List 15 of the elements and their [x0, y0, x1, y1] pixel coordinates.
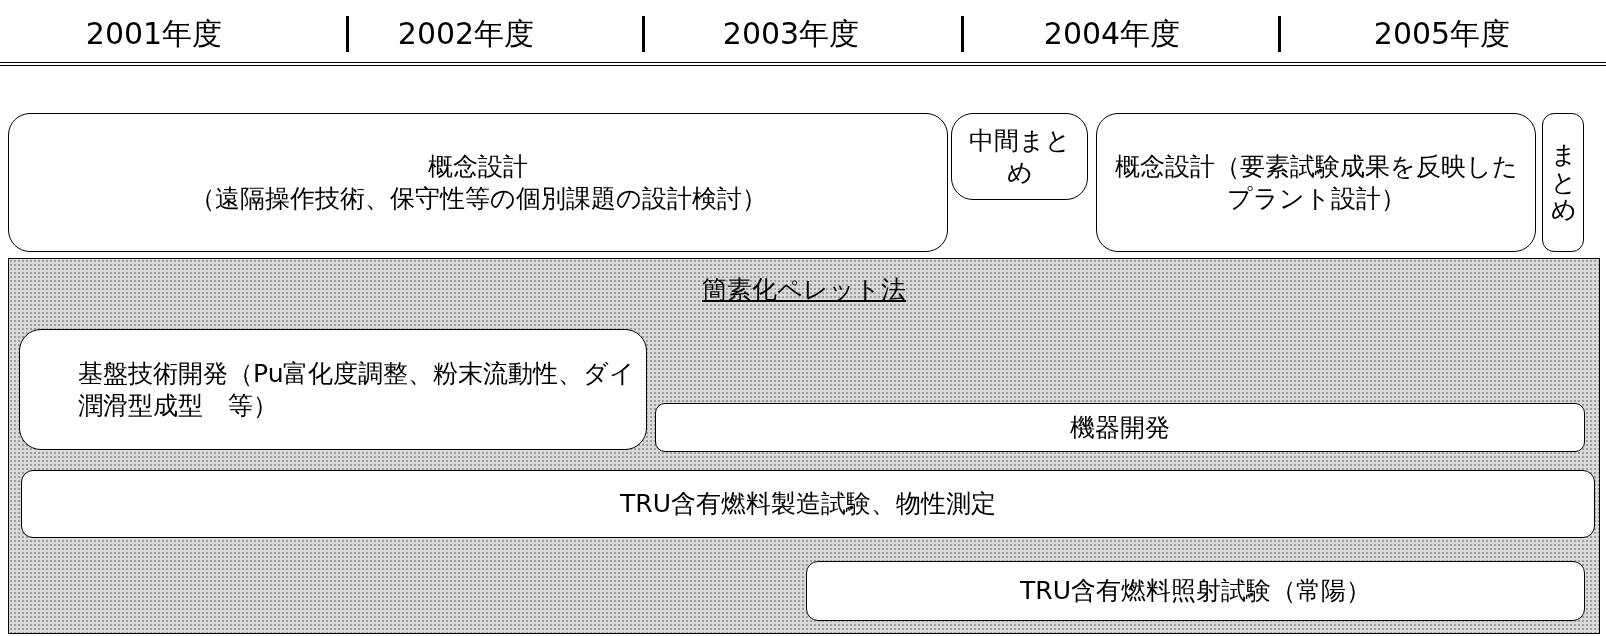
task-box: 機器開発 [655, 403, 1585, 452]
year-label: 2004年度 [1043, 15, 1181, 53]
task-box: TRU含有燃料製造試験、物性測定 [21, 470, 1595, 538]
year-label: 2003年度 [722, 15, 860, 53]
year-label: 2002年度 [397, 15, 535, 53]
task-box: 概念設計（要素試験成果を反映したプラント設計） [1096, 113, 1536, 252]
task-box: TRU含有燃料照射試験（常陽） [806, 561, 1585, 621]
task-box: 基盤技術開発（Pu富化度調整、粉末流動性、ダイ潤滑型成型 等） [19, 329, 647, 450]
task-box: 概念設計 （遠隔操作技術、保守性等の個別課題の設計検討） [8, 113, 948, 252]
task-box: まとめ [1542, 113, 1584, 252]
task-box: 中間まとめ [951, 113, 1088, 200]
year-label: 2005年度 [1373, 15, 1511, 53]
band-heading: 簡素化ペレット法 [702, 275, 906, 304]
phase-band [8, 258, 1600, 634]
year-label: 2001年度 [85, 15, 223, 53]
